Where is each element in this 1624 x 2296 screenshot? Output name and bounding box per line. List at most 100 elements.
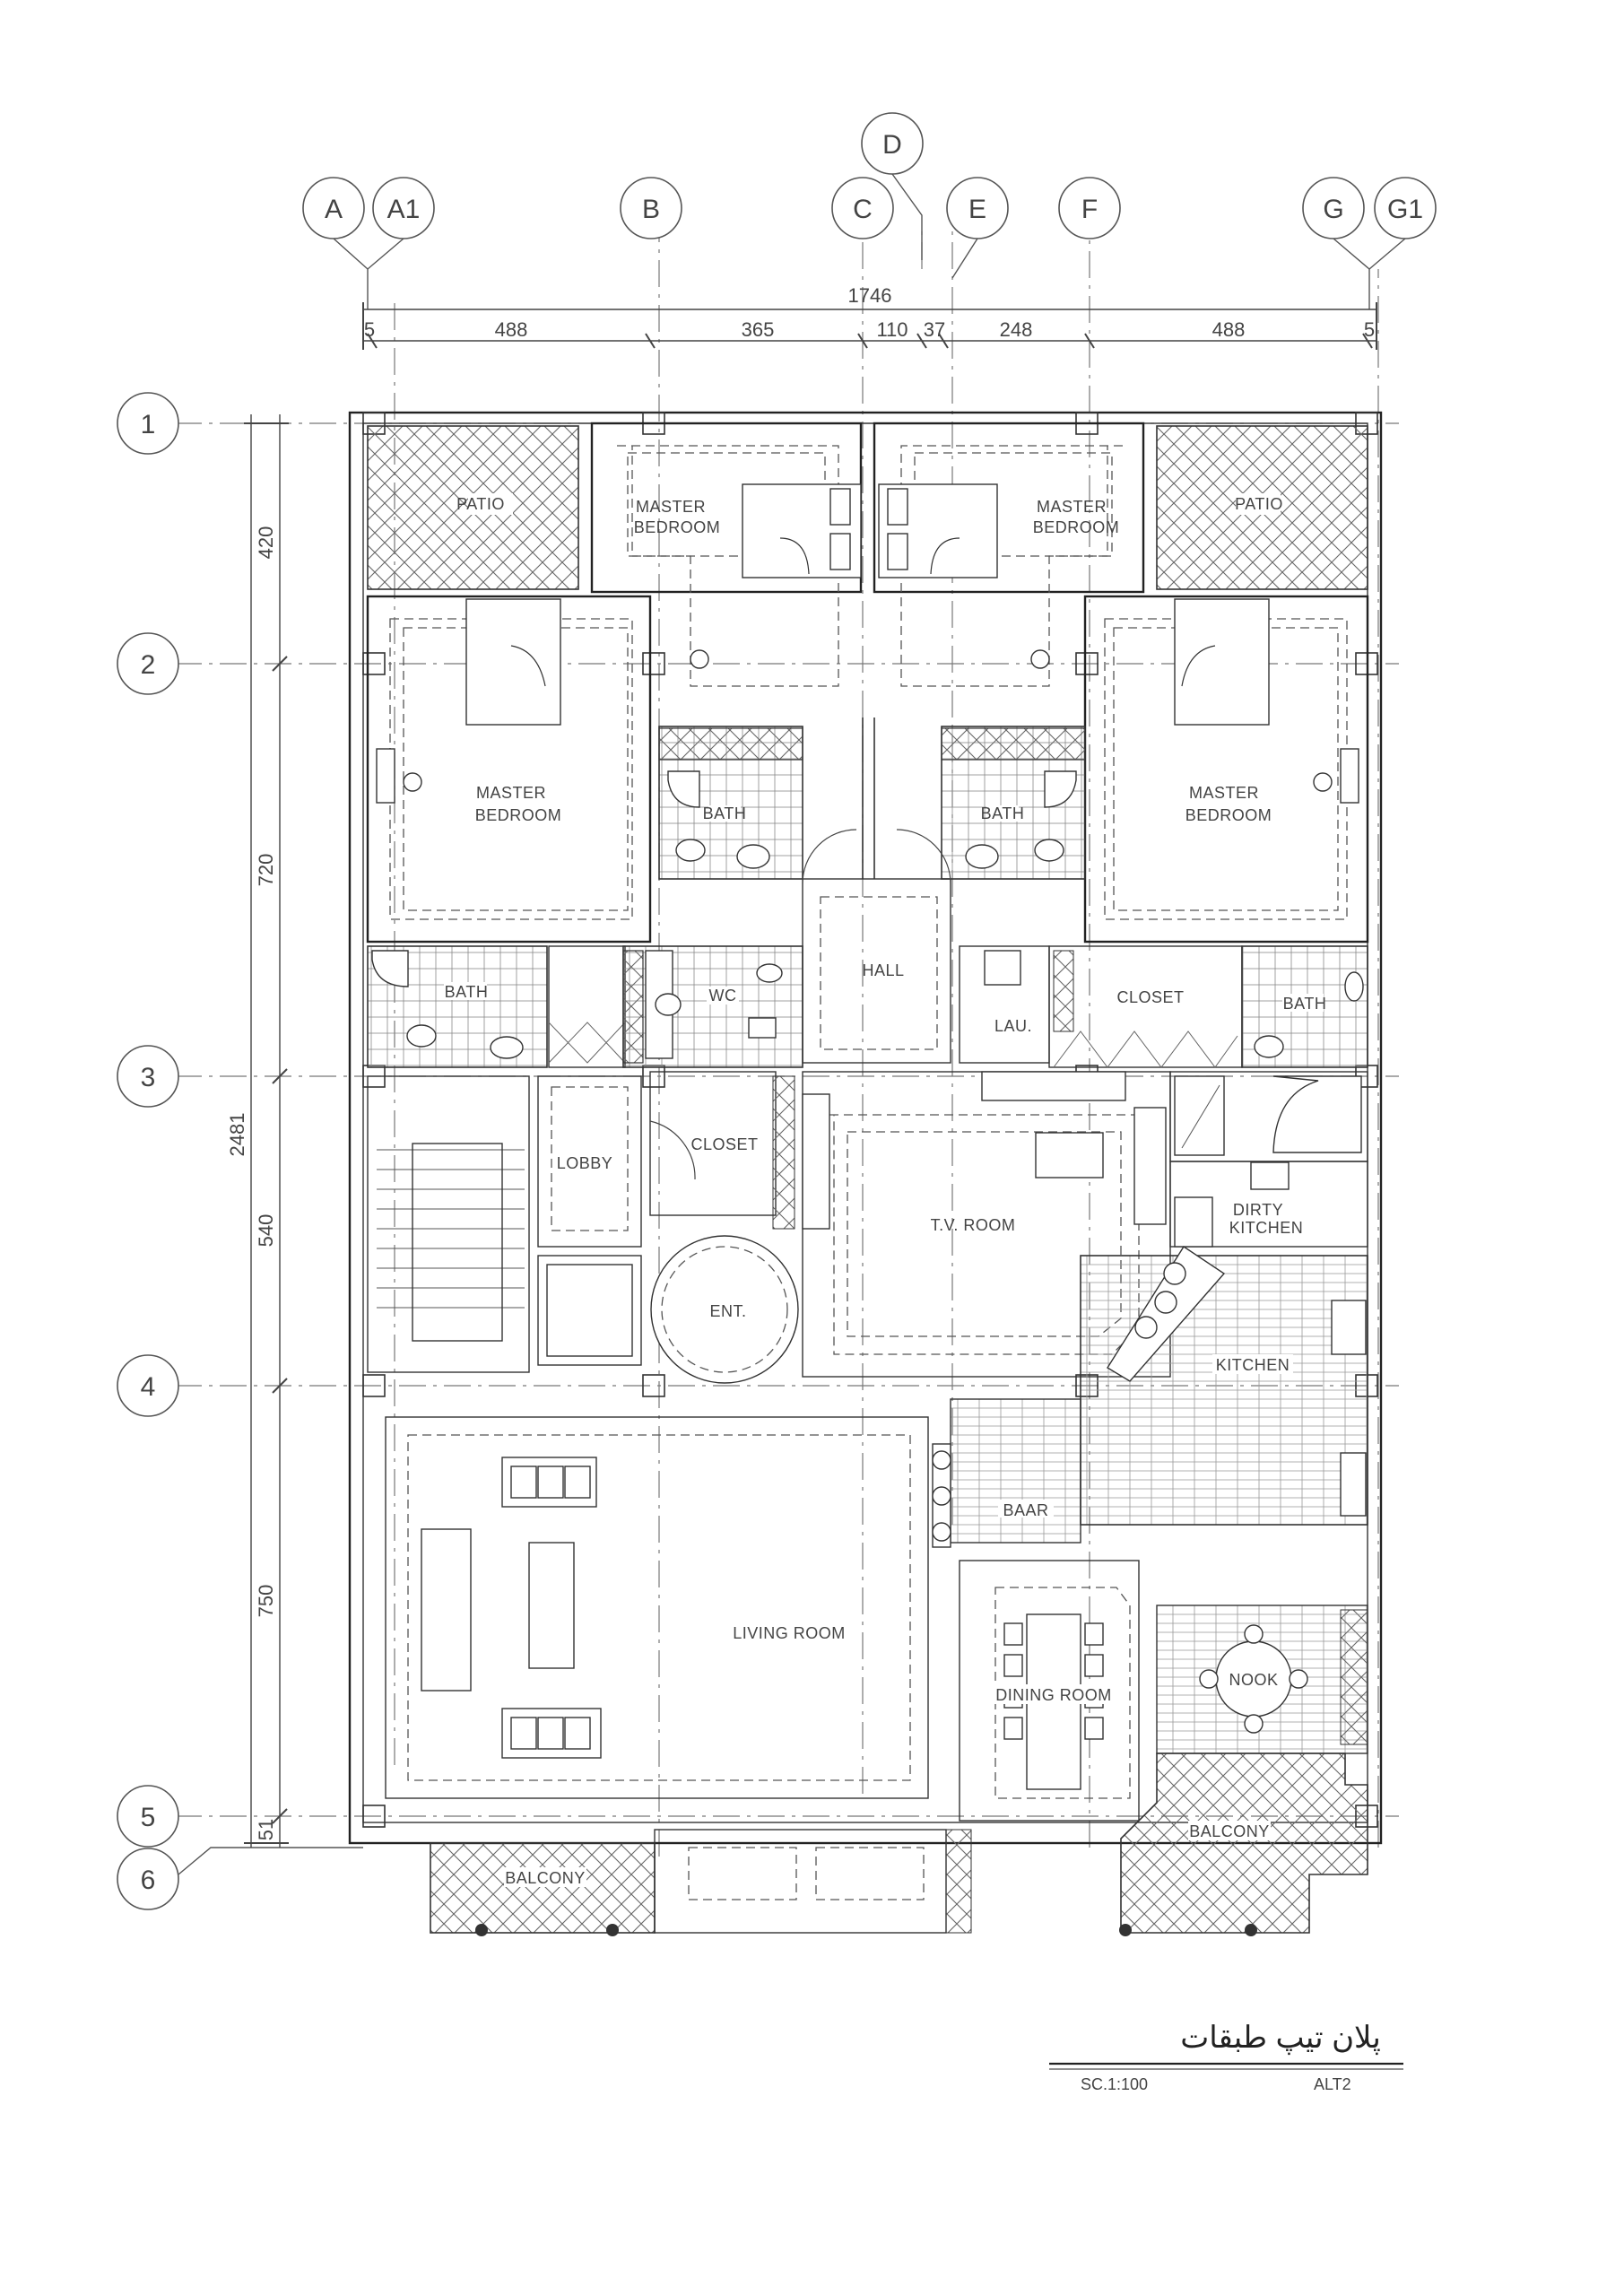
closet-lobby: CLOSET xyxy=(649,1071,795,1230)
entrance: ENT. xyxy=(650,1235,799,1384)
master-bedroom-right: MASTER BEDROOM xyxy=(1083,595,1369,944)
dim-seg-7: 488 xyxy=(1212,318,1246,341)
drawing-alternative: ALT2 xyxy=(1314,2075,1351,2093)
room-label-mb-left-1: MASTER xyxy=(476,784,546,802)
room-label-mb-top-right-2: BEDROOM xyxy=(1033,518,1120,536)
room-label-dirty-kitchen-2: KITCHEN xyxy=(1229,1219,1304,1237)
side-seg-3: 540 xyxy=(255,1214,277,1248)
grid-label-1: 1 xyxy=(141,410,156,439)
laundry: LAU. xyxy=(959,945,1050,1064)
room-label-dirty-kitchen-1: DIRTY xyxy=(1233,1201,1283,1219)
grid-label-5: 5 xyxy=(141,1803,156,1832)
baar: BAAR xyxy=(932,1398,1081,1548)
room-label-closet-lobby: CLOSET xyxy=(690,1135,758,1153)
room-label-lobby: LOBBY xyxy=(557,1154,613,1172)
grid-bubble-c xyxy=(831,177,894,239)
grid-bubble-1 xyxy=(117,392,179,455)
dirty-kitchen: DIRTY KITCHEN xyxy=(1169,1071,1368,1248)
dim-seg-6: 248 xyxy=(1000,318,1033,341)
grid-bubble-2 xyxy=(117,632,179,695)
grid-label-g: G xyxy=(1323,195,1343,224)
room-label-mb-top-left-2: BEDROOM xyxy=(634,518,721,536)
column-grid-bubbles: A A1 B C D E F G G1 xyxy=(302,112,1437,309)
room-label-kitchen: KITCHEN xyxy=(1216,1356,1290,1374)
nook: NOOK xyxy=(1156,1605,1368,1754)
grid-label-4: 4 xyxy=(141,1372,156,1402)
grid-label-3: 3 xyxy=(141,1063,156,1092)
grid-label-d: D xyxy=(882,130,902,160)
side-seg-2: 720 xyxy=(255,854,277,887)
dim-seg-5: 37 xyxy=(924,318,945,341)
overall-height-label: 2481 xyxy=(226,1113,248,1157)
room-label-balcony-left: BALCONY xyxy=(505,1869,586,1887)
room-label-patio-right: PATIO xyxy=(1235,495,1283,513)
room-label-laundry: LAU. xyxy=(994,1017,1032,1035)
hall: HALL xyxy=(802,718,951,1064)
grid-bubble-6 xyxy=(117,1848,179,1910)
balcony-left: BALCONY xyxy=(430,1842,656,1936)
lobby: LOBBY xyxy=(537,1075,642,1248)
grid-bubble-b xyxy=(620,177,682,239)
dim-seg-8: 5 xyxy=(1364,318,1375,341)
side-dimension-chain: 2481 420 720 540 750 51 xyxy=(226,414,289,1848)
dim-seg-2: 488 xyxy=(495,318,528,341)
room-label-bath-center-left: BATH xyxy=(703,804,747,822)
room-label-baar: BAAR xyxy=(1003,1501,1048,1519)
tv-room: T.V. ROOM xyxy=(802,1071,1171,1378)
master-bedroom-left: MASTER BEDROOM xyxy=(366,595,652,944)
bath-center-right: BATH xyxy=(941,726,1086,880)
kitchen: KITCHEN xyxy=(1080,1246,1368,1526)
side-seg-5: 51 xyxy=(255,1819,277,1840)
room-label-bath-center-right: BATH xyxy=(981,804,1025,822)
bath-left: BATH xyxy=(367,945,626,1068)
room-label-closet-right: CLOSET xyxy=(1116,988,1184,1006)
patio-right: PATIO xyxy=(1156,425,1368,590)
bath-right: BATH xyxy=(1241,945,1368,1068)
room-label-mb-top-right-1: MASTER xyxy=(1037,498,1107,516)
living-room: LIVING ROOM xyxy=(385,1416,929,1799)
front-terrace xyxy=(654,1829,972,1934)
patio-left: PATIO xyxy=(367,425,579,590)
room-label-mb-left-2: BEDROOM xyxy=(475,806,562,824)
balcony-right: BALCONY xyxy=(1119,1752,1368,1936)
room-label-balcony-right: BALCONY xyxy=(1189,1822,1270,1840)
room-label-wc: WC xyxy=(709,987,737,1004)
grid-label-g1: G1 xyxy=(1387,195,1423,224)
drawing-title: پلان تیپ طبقات xyxy=(1180,2021,1381,2056)
room-label-mb-top-left-1: MASTER xyxy=(636,498,706,516)
grid-bubble-4 xyxy=(117,1354,179,1417)
room-label-living-room: LIVING ROOM xyxy=(733,1624,846,1642)
side-seg-4: 750 xyxy=(255,1585,277,1618)
title-block: پلان تیپ طبقات SC.1:100 ALT2 xyxy=(1049,2021,1403,2093)
room-label-mb-right-1: MASTER xyxy=(1189,784,1259,802)
drawing-scale: SC.1:100 xyxy=(1081,2075,1148,2093)
grid-label-b: B xyxy=(642,195,660,224)
room-label-hall: HALL xyxy=(862,961,904,979)
room-label-patio-left: PATIO xyxy=(456,495,505,513)
grid-bubble-3 xyxy=(117,1045,179,1108)
bath-center-left: BATH xyxy=(658,726,803,880)
wc: WC xyxy=(622,945,803,1068)
grid-label-a: A xyxy=(325,195,343,224)
top-dimension-chain: 1746 5 488 365 110 37 248 488 5 xyxy=(362,284,1377,350)
grid-label-a1: A1 xyxy=(387,195,421,224)
room-label-tv-room: T.V. ROOM xyxy=(931,1216,1016,1234)
room-label-nook: NOOK xyxy=(1229,1671,1278,1689)
grid-label-f: F xyxy=(1081,195,1098,224)
grid-label-2: 2 xyxy=(141,650,156,680)
room-label-mb-right-2: BEDROOM xyxy=(1185,806,1272,824)
grid-bubble-5 xyxy=(117,1785,179,1848)
row-grid-bubbles: 1 2 3 4 5 6 xyxy=(117,392,363,1910)
dim-seg-3: 365 xyxy=(742,318,775,341)
room-label-bath-right: BATH xyxy=(1283,995,1327,1013)
overall-width-label: 1746 xyxy=(848,284,892,307)
closet-right: CLOSET xyxy=(1048,945,1243,1068)
grid-label-e: E xyxy=(968,195,986,224)
grid-label-c: C xyxy=(853,195,873,224)
master-bedroom-top-right: MASTER BEDROOM xyxy=(873,422,1145,687)
master-bedroom-top-left: MASTER BEDROOM xyxy=(590,422,863,687)
dim-seg-1: 5 xyxy=(364,318,375,341)
room-label-entrance: ENT. xyxy=(709,1302,746,1320)
dim-seg-4: 110 xyxy=(876,318,908,341)
